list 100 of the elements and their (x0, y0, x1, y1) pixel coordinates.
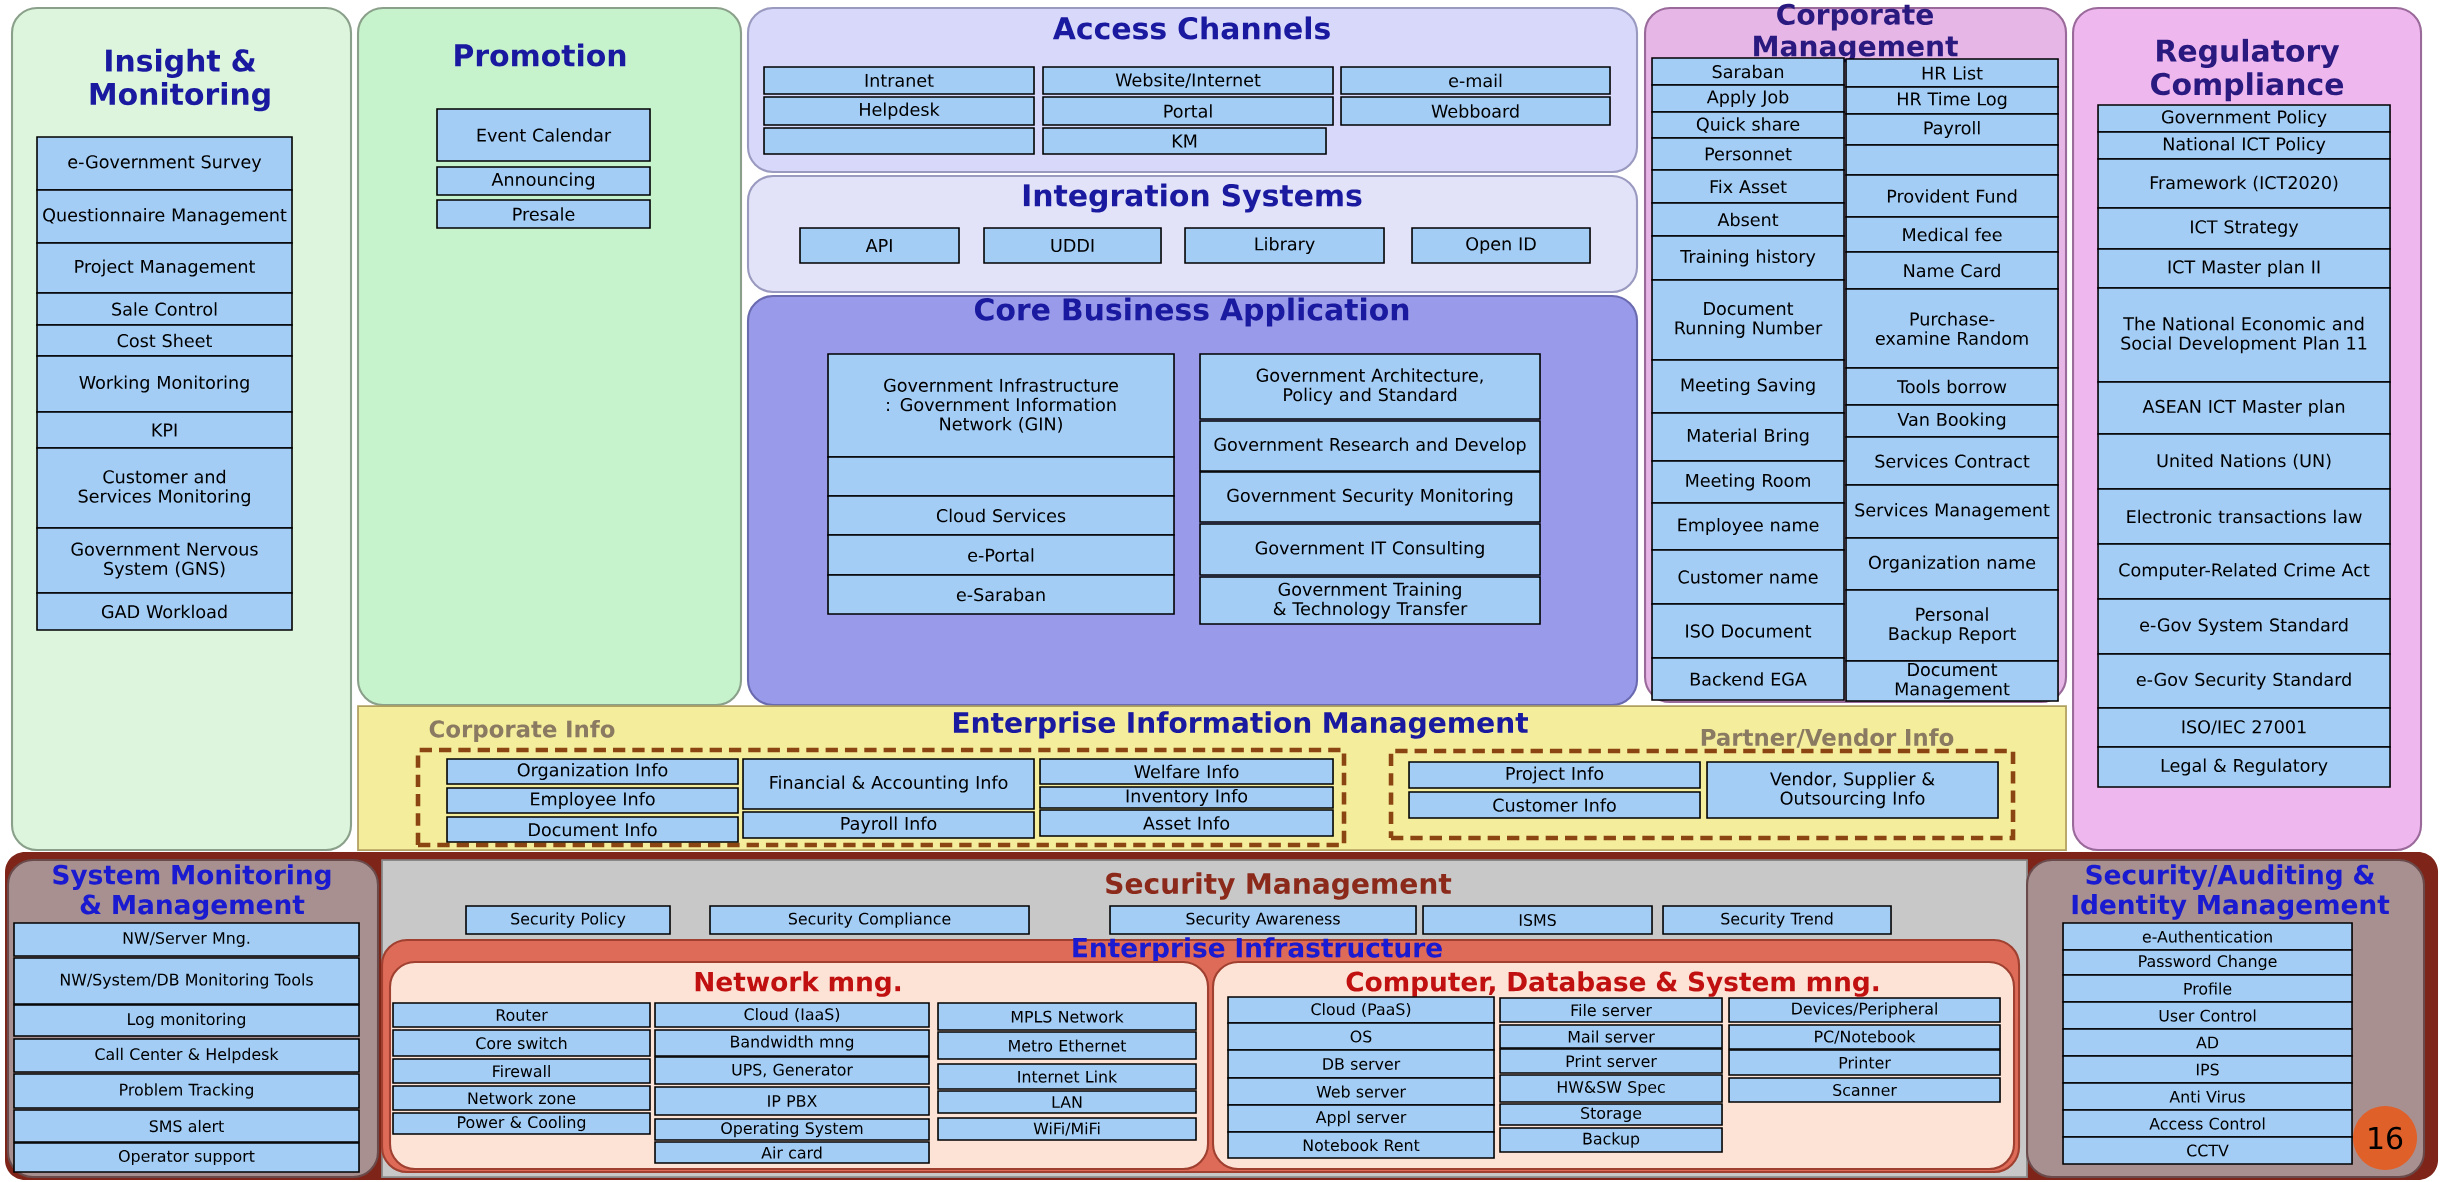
item-box: ISO Document (1651, 603, 1845, 659)
item-box: Backend EGA (1651, 657, 1845, 701)
item-box: AD (2062, 1028, 2353, 1057)
item-box: Security Policy (465, 905, 671, 935)
item-box: HR Time Log (1845, 86, 2059, 115)
item-box: ISO/IEC 27001 (2097, 707, 2391, 748)
item-box: Operator support (13, 1142, 360, 1173)
item-box: Webboard (1340, 96, 1611, 126)
item-box: ICT Master plan II (2097, 248, 2391, 289)
item-box: Printer (1728, 1049, 2001, 1076)
item-box: HR List (1845, 58, 2059, 88)
item-box: Air card (654, 1141, 930, 1164)
item-box: Electronic transactions law (2097, 488, 2391, 545)
item-box: Anti Virus (2062, 1082, 2353, 1111)
item-box: Power & Cooling (392, 1112, 651, 1135)
item-box: Tools borrow (1845, 367, 2059, 406)
item-box: Security Trend (1662, 905, 1892, 935)
item-box: Bandwidth mng (654, 1029, 930, 1057)
item-box: Call Center & Helpdesk (13, 1038, 360, 1073)
item-box: Quick share (1651, 111, 1845, 139)
item-box: Training history (1651, 235, 1845, 281)
item-box: Devices/Peripheral (1728, 997, 2001, 1023)
item-box: User Control (2062, 1001, 2353, 1030)
item-box: Services Contract (1845, 436, 2059, 486)
item-box: Intranet (763, 66, 1035, 95)
node-label: Corporate Info (429, 719, 615, 743)
item-box: Government Nervous System (GNS) (36, 527, 293, 594)
item-box: Name Card (1845, 251, 2059, 290)
item-box: Saraban (1651, 57, 1845, 86)
item-box: Library (1184, 227, 1385, 264)
item-box: Framework (ICT2020) (2097, 158, 2391, 209)
item-box: API (799, 227, 960, 264)
item-box: HW&SW Spec (1499, 1074, 1723, 1103)
item-box: Government Policy (2097, 104, 2391, 133)
item-box: Print server (1499, 1048, 1723, 1074)
item-box: Provident Fund (1845, 174, 2059, 218)
item-box: MPLS Network (937, 1002, 1197, 1031)
item-box: Scanner (1728, 1077, 2001, 1103)
item-box: e-Authentication (2062, 922, 2353, 951)
item-box: Router (392, 1002, 651, 1028)
item-box: Project Info (1408, 761, 1701, 789)
item-box: Financial & Accounting Info (742, 758, 1035, 810)
blank-box (763, 127, 1035, 155)
item-box: OS (1227, 1022, 1495, 1051)
item-box: Employee name (1651, 502, 1845, 551)
item-box: UPS, Generator (654, 1056, 930, 1085)
item-box: Personnet (1651, 137, 1845, 171)
item-box: Legal & Regulatory (2097, 746, 2391, 788)
item-box: Profile (2062, 974, 2353, 1003)
item-box: Web server (1227, 1077, 1495, 1106)
item-box: Personal Backup Report (1845, 589, 2059, 662)
item-box: ISMS (1422, 905, 1653, 935)
item-box: NW/Server Mng. (13, 922, 360, 957)
item-box: NW/System/DB Monitoring Tools (13, 957, 360, 1005)
item-box: Cost Sheet (36, 324, 293, 357)
item-box: File server (1499, 997, 1723, 1023)
item-box: Mail server (1499, 1024, 1723, 1049)
item-box: e-mail (1340, 66, 1611, 95)
item-box: e-Portal (827, 534, 1175, 576)
item-box: IPS (2062, 1055, 2353, 1084)
item-box: Sale Control (36, 292, 293, 326)
page-number-badge: 16 (2353, 1106, 2418, 1170)
item-box: Problem Tracking (13, 1073, 360, 1109)
item-box: Government Training & Technology Transfer (1199, 576, 1541, 625)
item-box: Meeting Room (1651, 460, 1845, 504)
item-box: United Nations (UN) (2097, 433, 2391, 490)
item-box: Portal (1042, 96, 1334, 126)
item-box: Asset Info (1039, 809, 1334, 837)
item-box: Medical fee (1845, 216, 2059, 253)
item-box: Notebook Rent (1227, 1131, 1495, 1159)
item-box: e-Gov System Standard (2097, 598, 2391, 655)
item-box: Backup (1499, 1127, 1723, 1153)
item-box: Services Management (1845, 484, 2059, 539)
item-box: Website/Internet (1042, 66, 1334, 95)
item-box: Absent (1651, 202, 1845, 237)
item-box: Vendor, Supplier & Outsourcing Info (1706, 761, 1999, 819)
item-box: Organization Info (446, 758, 739, 785)
item-box: Computer-Related Crime Act (2097, 543, 2391, 600)
item-box: Password Change (2062, 949, 2353, 976)
item-box: Cloud (PaaS) (1227, 996, 1495, 1024)
item-box: Welfare Info (1039, 758, 1334, 785)
item-box: ASEAN ICT Master plan (2097, 381, 2391, 435)
item-box: Customer name (1651, 549, 1845, 605)
item-box: Storage (1499, 1103, 1723, 1126)
node-label: Partner/Vendor Info (1701, 728, 1954, 748)
item-box: Employee Info (446, 787, 739, 814)
item-box: KM (1042, 127, 1327, 155)
item-box: Fix Asset (1651, 169, 1845, 204)
item-box: Open ID (1411, 227, 1591, 264)
item-box: Event Calendar (436, 108, 651, 162)
item-box: LAN (937, 1090, 1197, 1114)
item-box: National ICT Policy (2097, 131, 2391, 160)
item-box: Payroll (1845, 113, 2059, 146)
item-box: IP PBX (654, 1086, 930, 1116)
item-box: e-Gov Security Standard (2097, 653, 2391, 709)
item-box: ICT Strategy (2097, 207, 2391, 250)
item-box: Presale (436, 199, 651, 229)
item-box: PC/Notebook (1728, 1024, 2001, 1050)
item-box: Security Compliance (709, 905, 1030, 935)
item-box: WiFi/MiFi (937, 1117, 1197, 1141)
